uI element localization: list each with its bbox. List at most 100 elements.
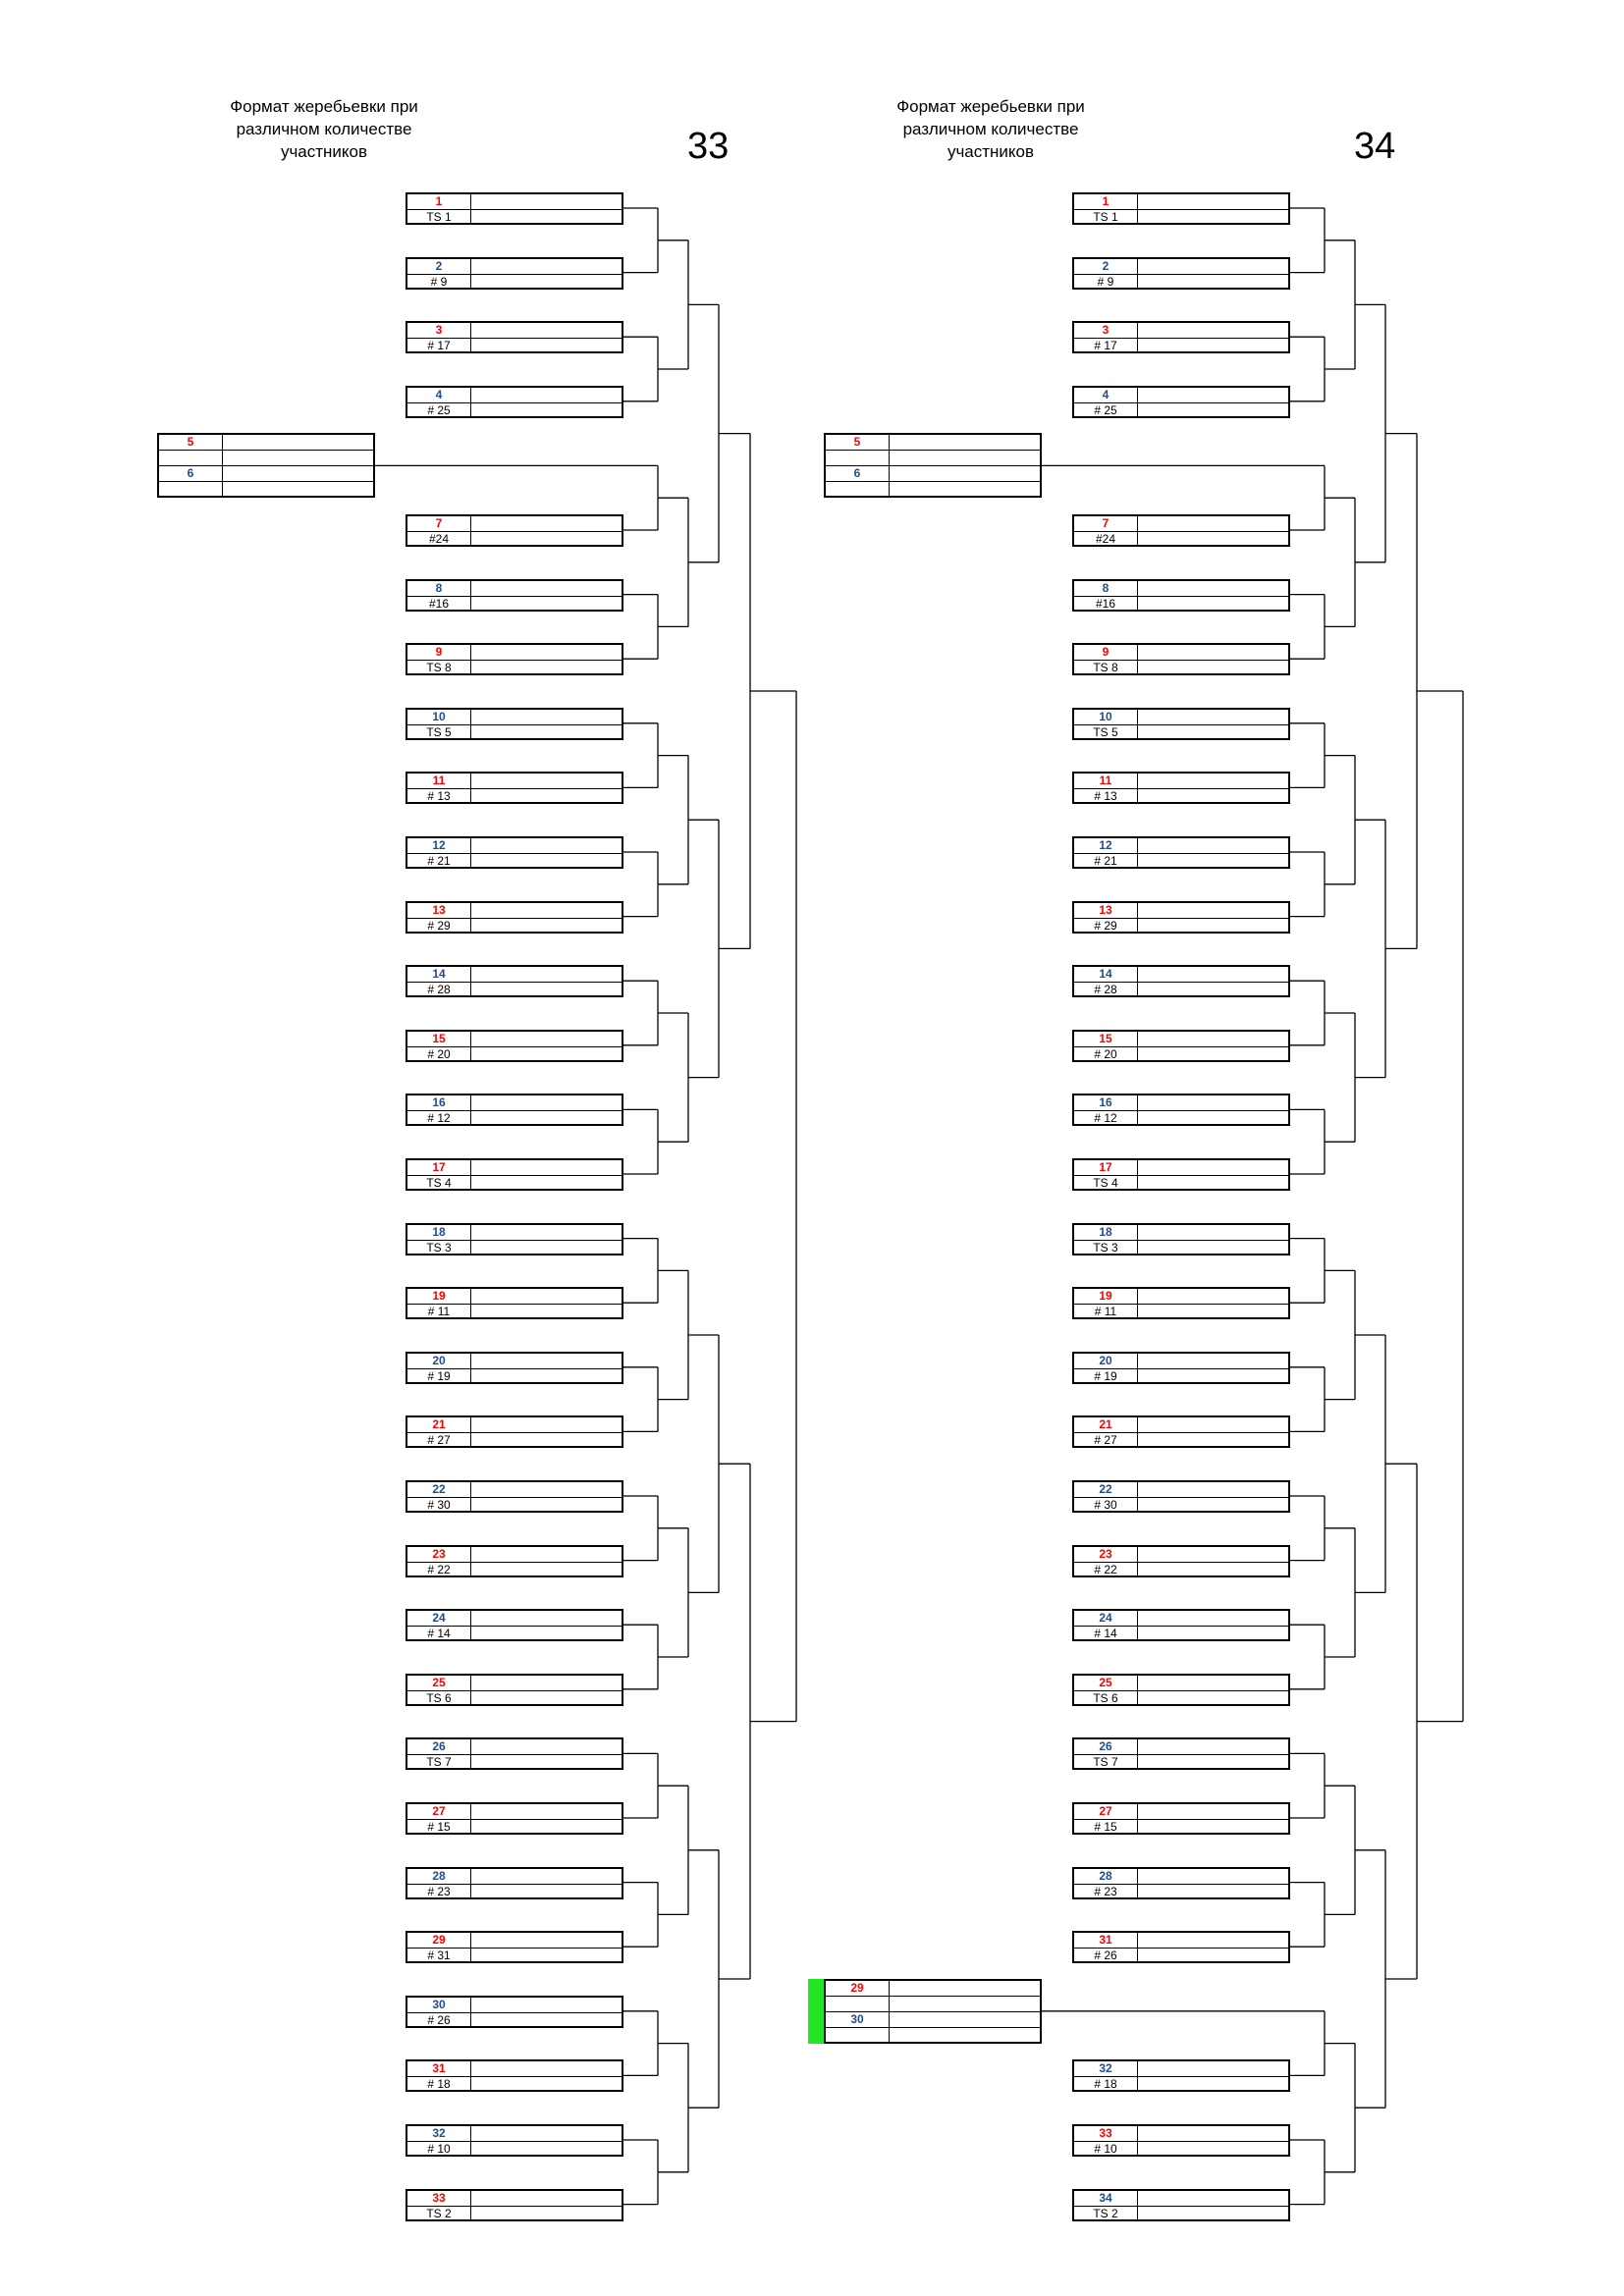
slot-seed: TS 2	[426, 2206, 452, 2220]
bracket-slot[interactable]: 4# 25	[406, 385, 623, 418]
bracket-slot[interactable]: 28# 23	[406, 1866, 623, 1899]
bracket-slot[interactable]: 23# 22	[406, 1544, 623, 1577]
bracket-slot[interactable]: 13# 29	[406, 900, 623, 934]
bracket-slot[interactable]: 14# 28	[1072, 965, 1290, 998]
bracket-slot[interactable]: 14# 28	[406, 965, 623, 998]
slot-number: 26	[432, 1739, 446, 1754]
prelim-number-b: 30	[850, 2011, 864, 2026]
bracket-slot[interactable]: 32# 18	[1072, 2059, 1290, 2093]
bracket-slot[interactable]: 20# 19	[1072, 1351, 1290, 1384]
slot-number: 7	[435, 516, 443, 530]
slot-number: 11	[432, 774, 446, 788]
slot-seed: # 19	[1094, 1368, 1117, 1383]
slot-number: 9	[1102, 645, 1110, 660]
bracket-slot[interactable]: 12 # 21	[406, 836, 623, 869]
slot-number: 14	[432, 967, 446, 982]
slot-seed: TS 5	[426, 724, 452, 739]
panel-title: Формат жеребьевки при различном количест…	[896, 97, 1085, 161]
bracket-slot[interactable]: 33# 10	[1072, 2124, 1290, 2157]
prelim-number-a: 5	[853, 435, 861, 450]
slot-seed: # 30	[1094, 1498, 1117, 1512]
bracket-slot[interactable]: 27# 15	[1072, 1802, 1290, 1835]
slot-seed: TS 1	[426, 210, 452, 224]
slot-seed: # 27	[427, 1433, 451, 1448]
bracket-slot[interactable]: 21# 27	[406, 1415, 623, 1449]
bracket-slot[interactable]: 1 TS 1	[406, 192, 623, 225]
slot-seed: # 12	[427, 1111, 451, 1126]
bracket-slot[interactable]: 27# 15	[406, 1802, 623, 1835]
slot-number: 13	[432, 902, 446, 917]
slot-number: 16	[432, 1095, 446, 1110]
bracket-slot[interactable]: 32# 10	[406, 2124, 623, 2157]
bracket-slot[interactable]: 22# 30	[1072, 1480, 1290, 1513]
slot-seed: # 29	[427, 918, 451, 933]
slot-number: 27	[1099, 1804, 1112, 1818]
slot-number: 30	[432, 1997, 446, 2011]
bracket-slot[interactable]: 12# 21	[1072, 836, 1290, 869]
bracket-slot[interactable]: 24# 14	[1072, 1609, 1290, 1642]
bracket-slot[interactable]: 15# 20	[1072, 1029, 1290, 1062]
bracket-slot[interactable]: 7#24	[406, 514, 623, 547]
bracket-slot[interactable]: 31# 26	[1072, 1931, 1290, 1964]
bracket-slot[interactable]: 19# 11	[1072, 1287, 1290, 1320]
bracket-slot[interactable]: 2# 9	[1072, 256, 1290, 290]
bracket-slot[interactable]: 13# 29	[1072, 900, 1290, 934]
bracket-slot[interactable]: 22# 30	[406, 1480, 623, 1513]
bracket-slot[interactable]: 4# 25	[1072, 385, 1290, 418]
bracket-slot[interactable]: 19# 11	[406, 1287, 623, 1320]
bracket-slot[interactable]: 2# 9	[406, 256, 623, 290]
slot-number: 25	[432, 1675, 446, 1689]
bracket-slot[interactable]: 11# 13	[406, 772, 623, 805]
bracket-slot[interactable]: 8#16	[406, 578, 623, 612]
bracket-slot[interactable]: 23# 22	[1072, 1544, 1290, 1577]
bracket-slot[interactable]: 30# 26	[406, 1995, 623, 2028]
bracket-slot[interactable]: 16# 12	[1072, 1094, 1290, 1127]
bracket-slot[interactable]: 21# 27	[1072, 1415, 1290, 1449]
bracket-slot[interactable]: 3# 17	[1072, 321, 1290, 354]
slot-seed: # 9	[430, 274, 448, 289]
bracket-slot[interactable]: 28# 23	[1072, 1866, 1290, 1899]
slot-seed: TS 8	[426, 661, 452, 675]
slot-seed: # 15	[427, 1820, 451, 1834]
slot-number: 1	[435, 194, 443, 208]
bracket-slot[interactable]: 24# 14	[406, 1609, 623, 1642]
bracket-slot[interactable]: 29# 31	[406, 1931, 623, 1964]
slot-number: 19	[432, 1289, 446, 1304]
bracket-slot[interactable]: 20# 19	[406, 1351, 623, 1384]
bracket-slot[interactable]: 11# 13	[1072, 772, 1290, 805]
slot-seed: #16	[428, 596, 450, 611]
slot-number: 12	[1099, 838, 1112, 852]
slot-number: 24	[432, 1611, 446, 1626]
bracket-slot[interactable]: 8#16	[1072, 578, 1290, 612]
slot-seed: # 21	[427, 854, 451, 868]
bracket-slot[interactable]: 31# 18	[406, 2059, 623, 2093]
bracket-slot[interactable]: 3# 17	[406, 321, 623, 354]
slot-number: 32	[432, 2126, 446, 2140]
slot-number: 28	[432, 1868, 446, 1883]
slot-seed: TS 4	[426, 1176, 452, 1190]
bracket-slot[interactable]: 15# 20	[406, 1029, 623, 1062]
slot-number: 12	[432, 838, 446, 852]
slot-seed: # 14	[1094, 1627, 1117, 1641]
slot-seed: # 13	[427, 789, 451, 804]
bracket-slot[interactable]: 7#24	[1072, 514, 1290, 547]
bracket-slot[interactable]: 16# 12	[406, 1094, 623, 1127]
